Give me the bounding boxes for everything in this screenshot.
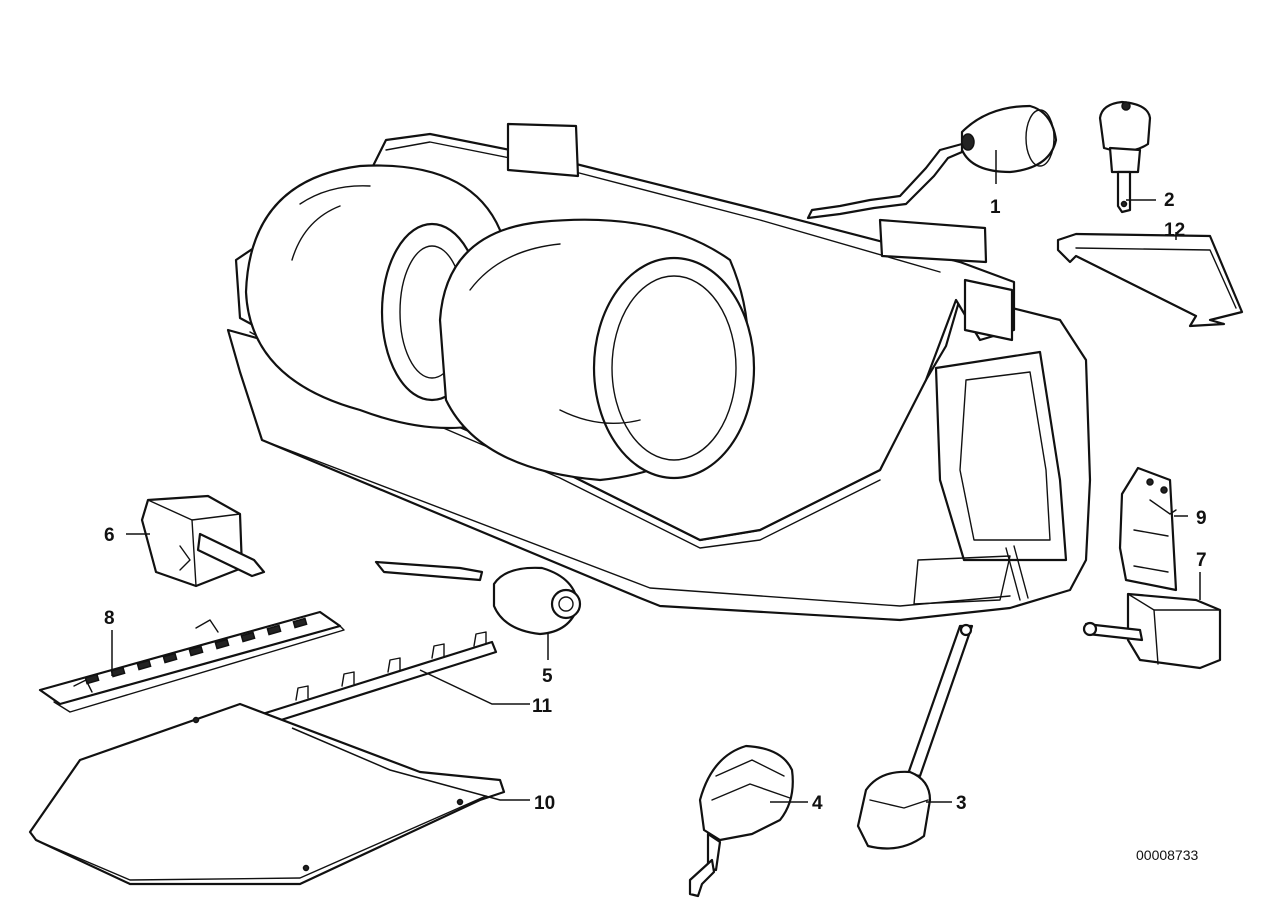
callout-12: 12 (1164, 220, 1185, 241)
actuator-part-1 (806, 104, 1058, 220)
connector-strip-part-8 (38, 610, 345, 713)
plate-part-9 (1118, 466, 1178, 592)
blower-wheel-right (438, 218, 756, 482)
switch-part-6 (140, 494, 266, 588)
cover-plate-part-10 (28, 702, 506, 886)
callout-10: 10 (534, 793, 555, 814)
actuator-part-3 (856, 623, 974, 850)
actuator-part-4 (688, 744, 794, 898)
callout-11: 11 (532, 696, 553, 717)
callout-5: 5 (542, 666, 553, 687)
callout-6: 6 (104, 525, 115, 546)
callout-1: 1 (990, 197, 1001, 218)
switch-part-7 (1082, 592, 1222, 670)
callout-4: 4 (812, 793, 823, 814)
callouts: 1 2 12 6 9 7 8 5 11 4 3 10 (104, 190, 1207, 814)
leader-lines (111, 150, 1201, 803)
callout-7: 7 (1196, 550, 1207, 571)
callout-9: 9 (1196, 508, 1207, 529)
bracket-part-12 (1056, 232, 1244, 328)
callout-2: 2 (1164, 190, 1175, 211)
actuator-part-2 (1098, 100, 1152, 214)
actuator-part-5 (374, 560, 582, 636)
callout-8: 8 (104, 608, 115, 629)
reference-number: 00008733 (1136, 847, 1199, 863)
callout-3: 3 (956, 793, 967, 814)
